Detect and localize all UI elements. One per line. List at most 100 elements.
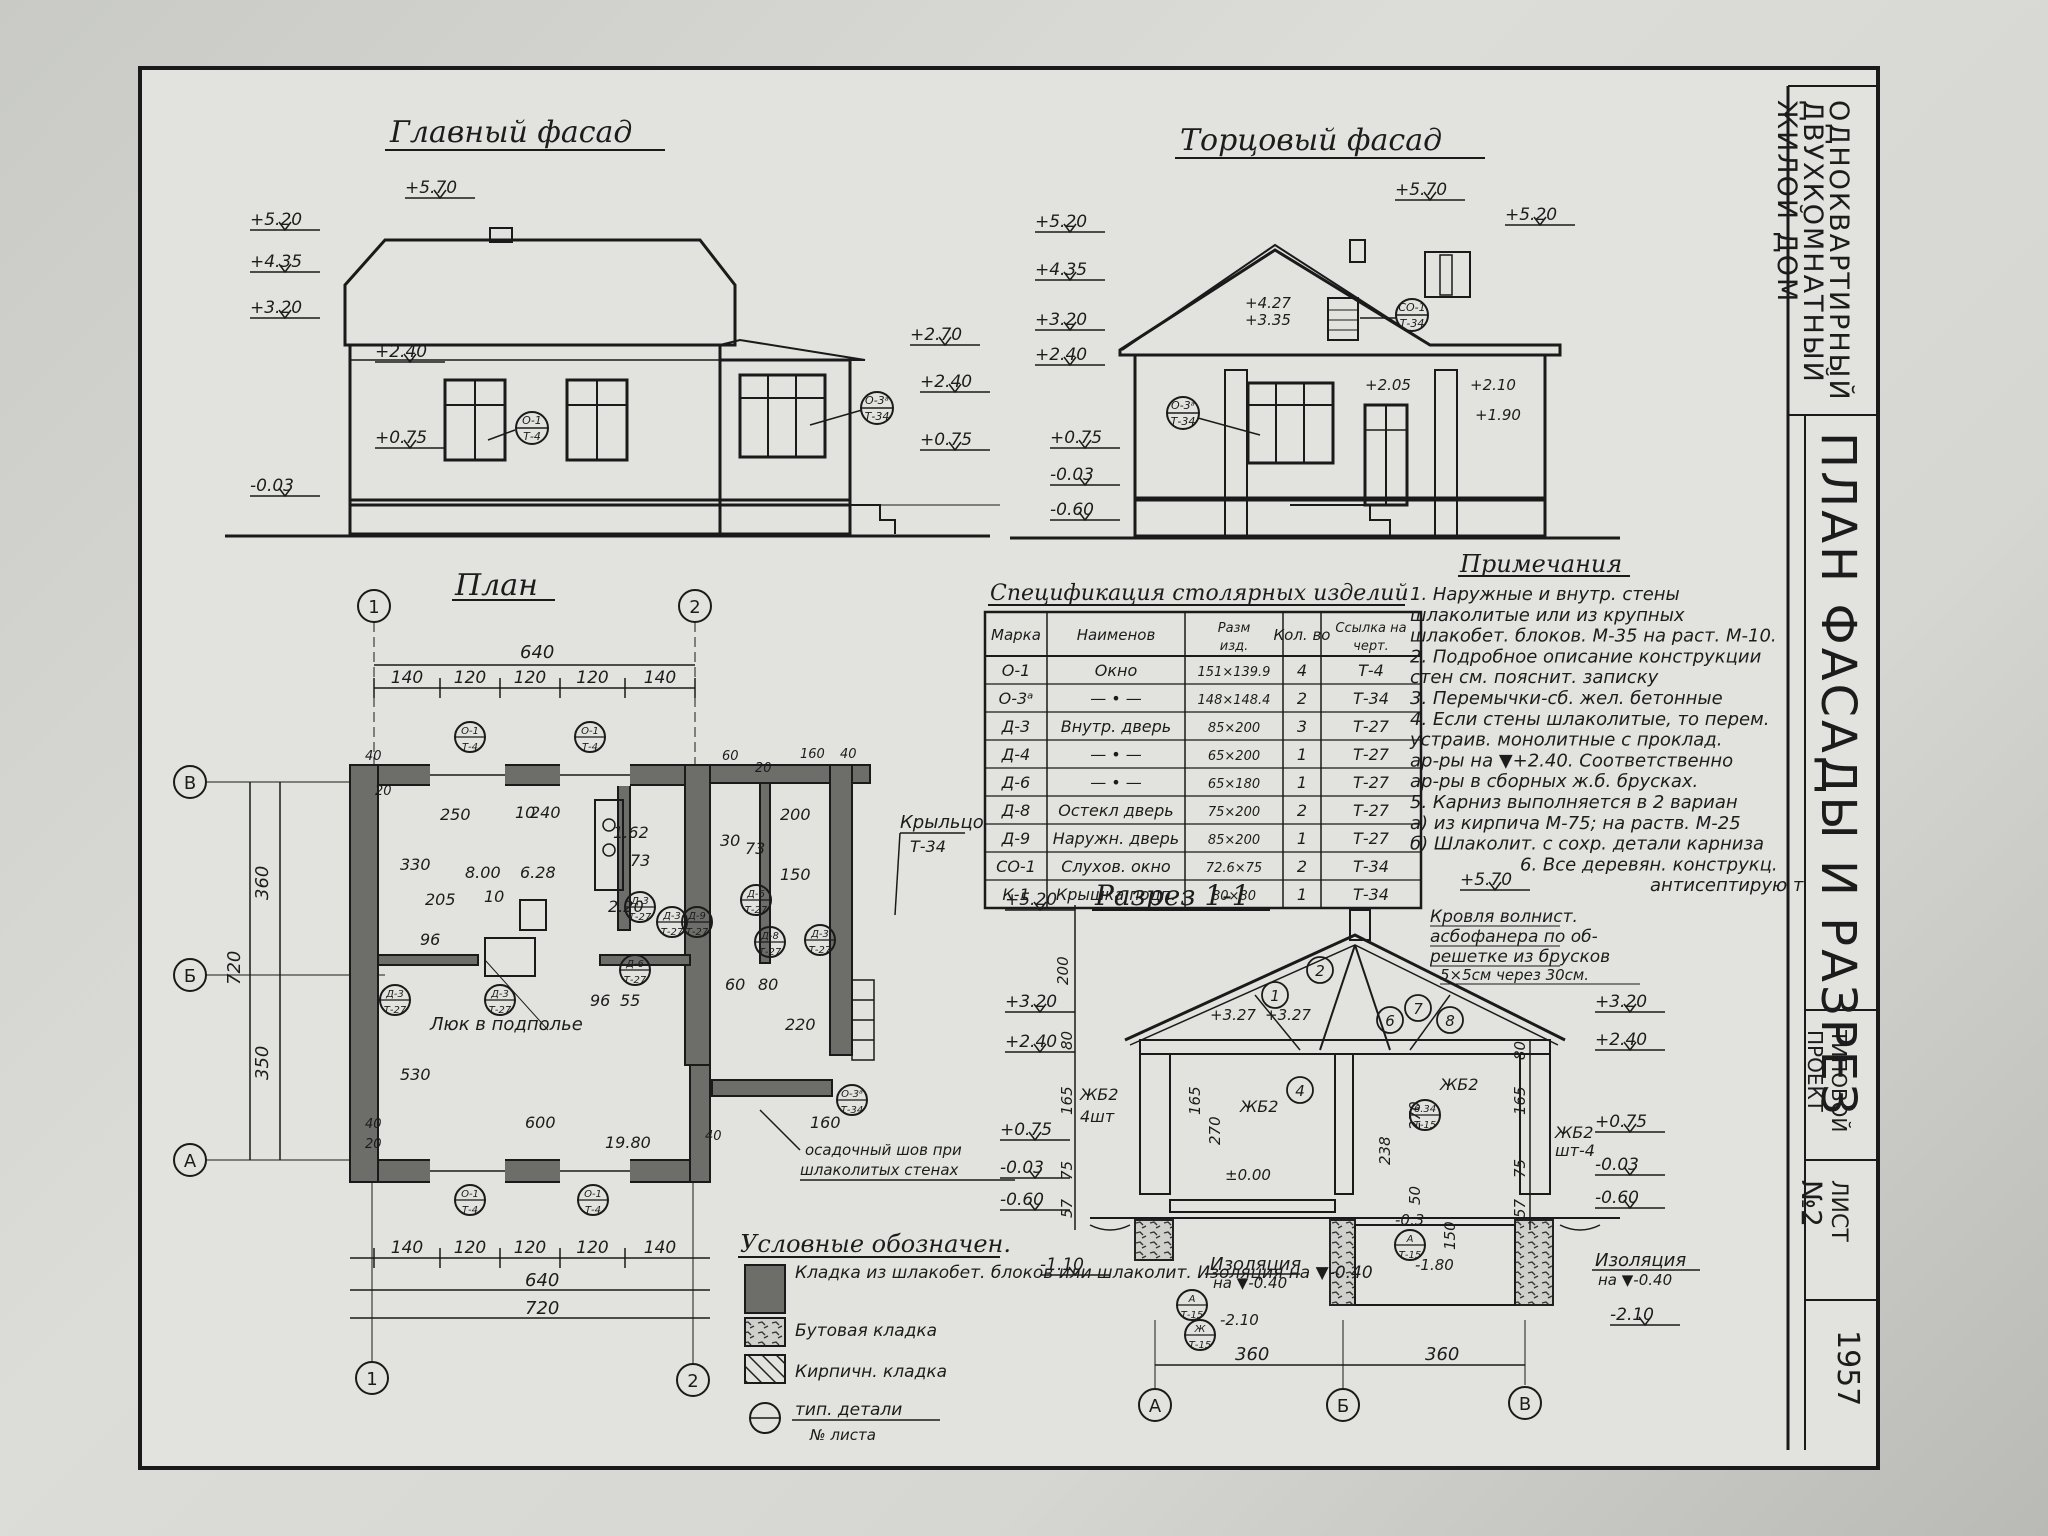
level-marker: -1.10	[1040, 1255, 1084, 1275]
section-axis-v: В	[1508, 1386, 1542, 1420]
beam-label: 4шт	[1080, 1107, 1115, 1126]
tag-bottom: Т-34	[1171, 415, 1196, 428]
spec-table-cell: 1	[1297, 829, 1307, 848]
plan-wall-west	[349, 764, 379, 1183]
end-facade-tag-window: О-3ᵃ Т-34	[1166, 396, 1200, 430]
spec-header-cell: Марка	[991, 626, 1041, 644]
tag-bottom: Т-27	[809, 945, 832, 956]
spec-table-cell: 3	[1297, 717, 1307, 736]
plan-top-segment: 120	[514, 668, 546, 688]
level-marker: +4.27	[1245, 294, 1291, 312]
spec-table-cell: 85×200	[1208, 721, 1260, 736]
plan-wall-south	[349, 1159, 711, 1183]
plan-door-tag: О-3ᵃТ-34	[836, 1084, 868, 1116]
end-facade-door	[1363, 403, 1409, 507]
level-marker: +3.20	[1595, 992, 1647, 1012]
plan-dimension: 200	[780, 805, 811, 824]
tag-top: 6.34	[1414, 1104, 1436, 1115]
spec-table-cell: Т-34	[1353, 885, 1389, 904]
insulation-level: на ▼-0.40	[1213, 1274, 1287, 1292]
beam-label: ЖБ2	[1079, 1085, 1118, 1104]
plan-bottom-segment: 120	[514, 1238, 546, 1258]
note-line: а) из кирпича М-75; на раств. М-25	[1410, 813, 1741, 834]
plan-axis-row-v: В	[173, 765, 350, 799]
notes: Примечания 1. Наружные и внутр. стенышла…	[1409, 550, 1804, 896]
tag-top: Д-3	[662, 911, 681, 922]
tag-bottom: Т-4	[582, 742, 598, 753]
plan-door-tag: О-1Т-4	[454, 1184, 486, 1216]
plan-bottom-total-2: 720	[525, 1298, 559, 1319]
project-type: ТИПОВОЙ ПРОЕКТ	[1803, 1029, 1851, 1132]
spec-table-cell: 2	[1297, 801, 1307, 820]
plan-door-tag: Д-3Т-27	[804, 924, 836, 956]
end-facade-levels: +5.20+4.35+3.20+2.40+0.75-0.03-0.60+5.70…	[1035, 180, 1575, 522]
plan-dimension: 250	[440, 805, 471, 824]
spec-table-cell: Т-27	[1353, 717, 1390, 736]
tag-top: Д-6	[746, 889, 765, 900]
vertical-dimension: 80	[1511, 1041, 1529, 1060]
vertical-dimension: 200	[1054, 956, 1072, 985]
inner-level: ±0.00	[1225, 1166, 1271, 1184]
axis-label: Б	[1337, 1396, 1349, 1417]
legend: Условные обозначен. Кладка из шлакобет. …	[738, 1230, 1373, 1444]
tag-bottom: Т-27	[629, 912, 652, 923]
level-marker: +5.70	[405, 178, 457, 198]
legend-item-slag: Кладка из шлакобет. блоков или шлаколит.…	[795, 1263, 1373, 1283]
plan-bottom-segment: 140	[391, 1238, 423, 1258]
spec-table-cell: К-1	[1002, 885, 1029, 904]
beam-label: ЖБ2	[1239, 1097, 1278, 1116]
section-circle-mark: 2	[1306, 956, 1334, 984]
seam-note: осадочный шов при шлаколитых стенах	[759, 1109, 1015, 1181]
plan-axis-1-bottom: 1	[355, 1180, 389, 1395]
note-line: антисептирую т	[1650, 875, 1804, 896]
tag-bottom: Т-15	[1181, 1310, 1203, 1321]
seam-note-line-2: шлаколитых стенах	[800, 1161, 959, 1179]
beam-label: ЖБ2	[1439, 1075, 1478, 1094]
plan-dimension: 10	[484, 887, 504, 906]
spec-table-cell: — • —	[1090, 745, 1142, 764]
plan-dimension: 73	[745, 839, 765, 858]
axis-label: 1	[368, 597, 379, 618]
plan-door-tags: О-1Т-4О-1Т-4Д-3Т-27Д-3Т-27Д-6Т-27Д-3Т-27…	[379, 721, 868, 1216]
note-line: шлакобет. блоков. М-35 на раст. М-10.	[1410, 626, 1777, 647]
level-marker: +5.70	[1395, 180, 1447, 200]
spec-table-cell: Т-27	[1353, 829, 1390, 848]
level-marker: +3.20	[1035, 310, 1087, 330]
section-axis-a: А	[1138, 1388, 1172, 1422]
spec-header-cell: Разм	[1218, 621, 1251, 636]
sheet-label: ЛИСТ	[1826, 1180, 1851, 1242]
level-marker: +2.40	[1005, 1032, 1057, 1052]
spec-table-cell: Д-6	[1001, 773, 1030, 792]
plan-door-tag: Д-8Т-27	[754, 926, 786, 958]
spec-header-cell: Наименов	[1077, 626, 1156, 644]
spec-table-cell: 65×180	[1208, 777, 1260, 792]
note-line: ар-ры на ▼+2.40. Соответственно	[1410, 750, 1733, 771]
axis-label: Б	[184, 966, 196, 987]
tag-top: О-1	[461, 1189, 479, 1200]
note-line: 5. Карниз выполняется в 2 вариан	[1410, 792, 1738, 813]
axis-label: 2	[687, 1371, 698, 1392]
spec-table-cell: Остекл дверь	[1058, 801, 1173, 820]
level-marker: +1.90	[1475, 406, 1521, 424]
section-1-1: Разрез 1-1 +5.70+5.20+3.20+2.40+0.75-0.0…	[1000, 870, 1700, 1422]
plan-small-dimension: 160	[800, 747, 825, 762]
plan-bottom-segment: 120	[454, 1238, 486, 1258]
level-marker: +5.20	[1035, 212, 1087, 232]
vertical-dimension: 238	[1376, 1136, 1394, 1165]
spec-header-cell: Ссылка на	[1335, 621, 1406, 636]
plan-axis-1: 1	[357, 589, 391, 765]
level-marker: -0.03	[1000, 1158, 1044, 1178]
plan-door-tag: Д-3Т-27	[624, 891, 656, 923]
spec-table-cell: СО-1	[996, 857, 1036, 876]
note-line: б) Шлаколит. с сохр. детали карниза	[1410, 834, 1764, 855]
floor-plan: План 1 2 1 2 В Б	[173, 568, 1015, 1397]
insulation-level: на ▼-0.40	[1598, 1271, 1672, 1289]
beam-label: ЖБ2	[1554, 1123, 1593, 1142]
spec-table-cell: Т-27	[1353, 773, 1390, 792]
